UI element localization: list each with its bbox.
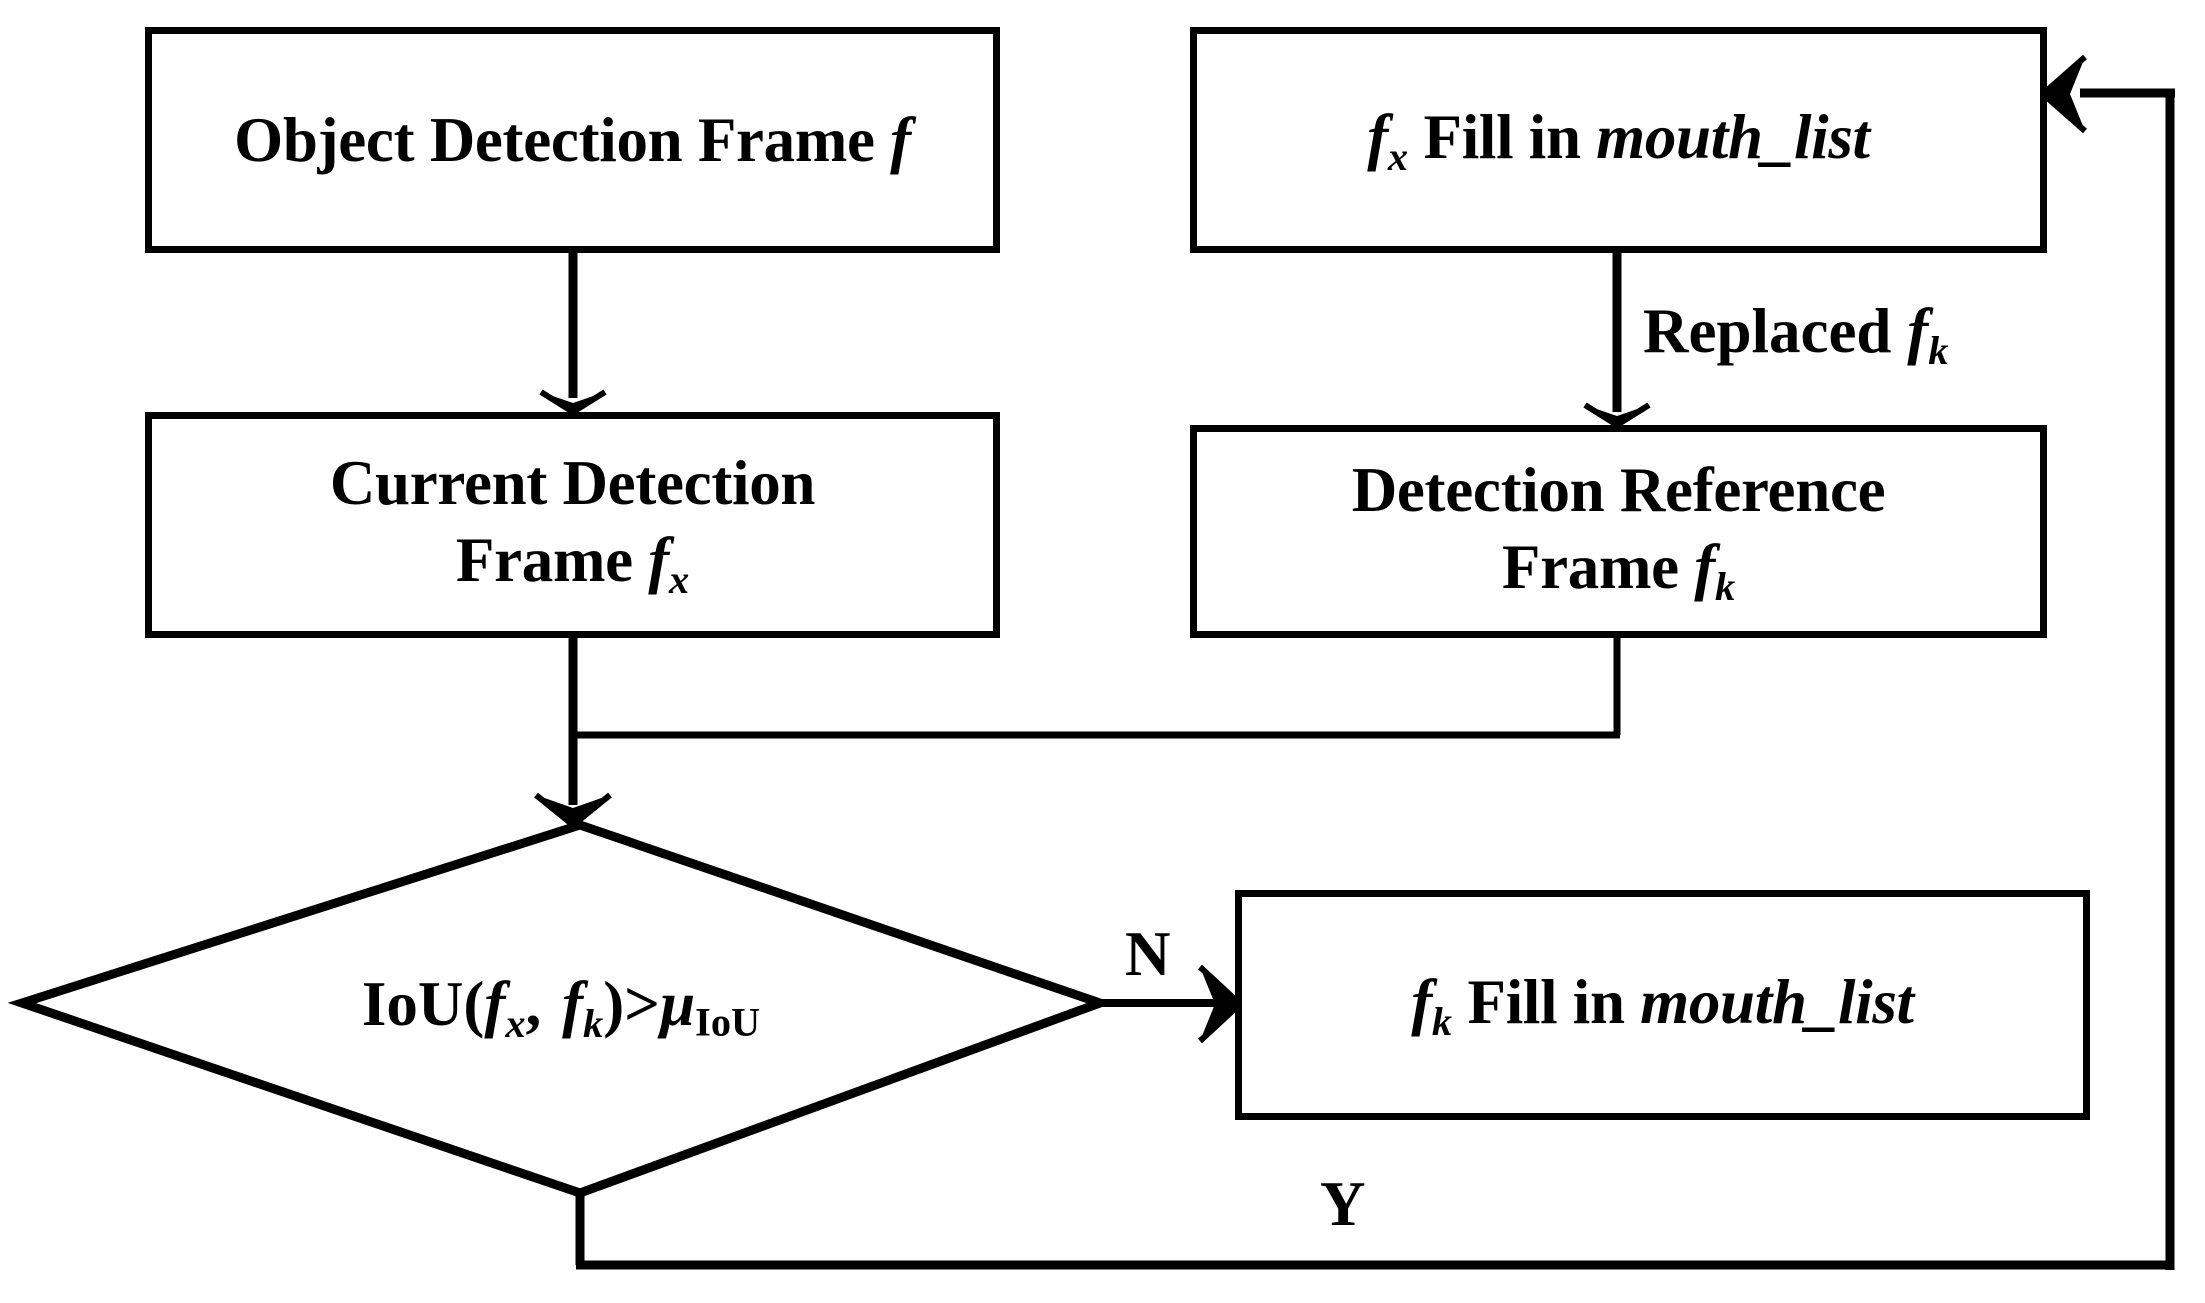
node-text-line2: Frame [1501,531,1695,602]
edge-label-replaced-var-subscript: k [1928,328,1949,374]
node-detection-reference-frame[interactable]: Detection Reference Frame fk [1190,425,2047,638]
iou-prefix: IoU( [361,969,485,1039]
node-iou-decision-label: IoU(fx, fk)>μIoU [22,968,1100,1047]
node-var-mouth-list: mouth_list [1596,101,1870,172]
node-var-f-subscript: x [1387,133,1409,179]
edge-label-yes-branch-text: Y [1320,1169,1366,1239]
node-var-f-subscript: k [1714,563,1736,609]
node-text-line2: Frame [455,525,649,596]
node-var-f-subscript: k [1431,998,1453,1044]
node-text-run: Fill in [1408,101,1597,172]
iou-var-fx-subscript: x [505,1001,526,1047]
node-text-run: Fill in [1452,966,1641,1037]
node-var-mouth-list: mouth_list [1640,966,1914,1037]
node-var-f: f [1411,966,1432,1037]
edge-label-replaced: Replaced fk [1643,295,1948,374]
iou-threshold-mu: μ [660,969,696,1039]
node-fk-fill-in-mouth-list[interactable]: fk Fill in mouth_list [1235,890,2090,1120]
node-fx-fill-in-mouth-list-label: fx Fill in mouth_list [1367,99,1870,181]
node-fx-fill-in-mouth-list[interactable]: fx Fill in mouth_list [1190,27,2047,253]
node-var-f: f [1694,531,1715,602]
iou-var-fk: f [562,969,584,1039]
iou-var-fx: f [484,969,506,1039]
node-object-detection-frame-label: Object Detection Frame f [234,102,911,179]
edge-label-yes-branch: Y [1320,1168,1366,1241]
node-fk-fill-in-mouth-list-label: fk Fill in mouth_list [1411,964,1914,1046]
edge-label-no-branch: N [1125,918,1171,991]
iou-threshold-subscript: IoU [695,999,761,1045]
node-detection-reference-frame-label: Detection Reference Frame fk [1352,452,1886,611]
edge-label-replaced-text: Replaced [1643,296,1908,366]
node-current-detection-frame[interactable]: Current Detection Frame fx [145,412,1000,638]
edge-label-replaced-var: f [1907,296,1929,366]
iou-operator: )> [603,969,661,1039]
edge-label-no-branch-text: N [1125,919,1171,989]
edge-object-detection-to-current-detection [539,253,607,416]
node-object-detection-frame[interactable]: Object Detection Frame f [145,27,1000,253]
node-current-detection-frame-label: Current Detection Frame fx [329,445,816,604]
edge-fx-fill-to-detection-reference [1583,253,1651,429]
iou-var-fk-subscript: k [583,1001,604,1047]
node-var-f: f [648,525,669,596]
node-var-f: f [1367,101,1388,172]
iou-separator: , [525,969,563,1039]
node-text-run: Object Detection Frame [234,104,891,175]
edge-frames-to-iou-decision [534,638,1621,829]
node-text-line1: Current Detection [329,448,816,519]
node-var-f-subscript: x [668,557,690,603]
node-text-line1: Detection Reference [1351,454,1886,525]
node-var-f: f [890,104,911,175]
